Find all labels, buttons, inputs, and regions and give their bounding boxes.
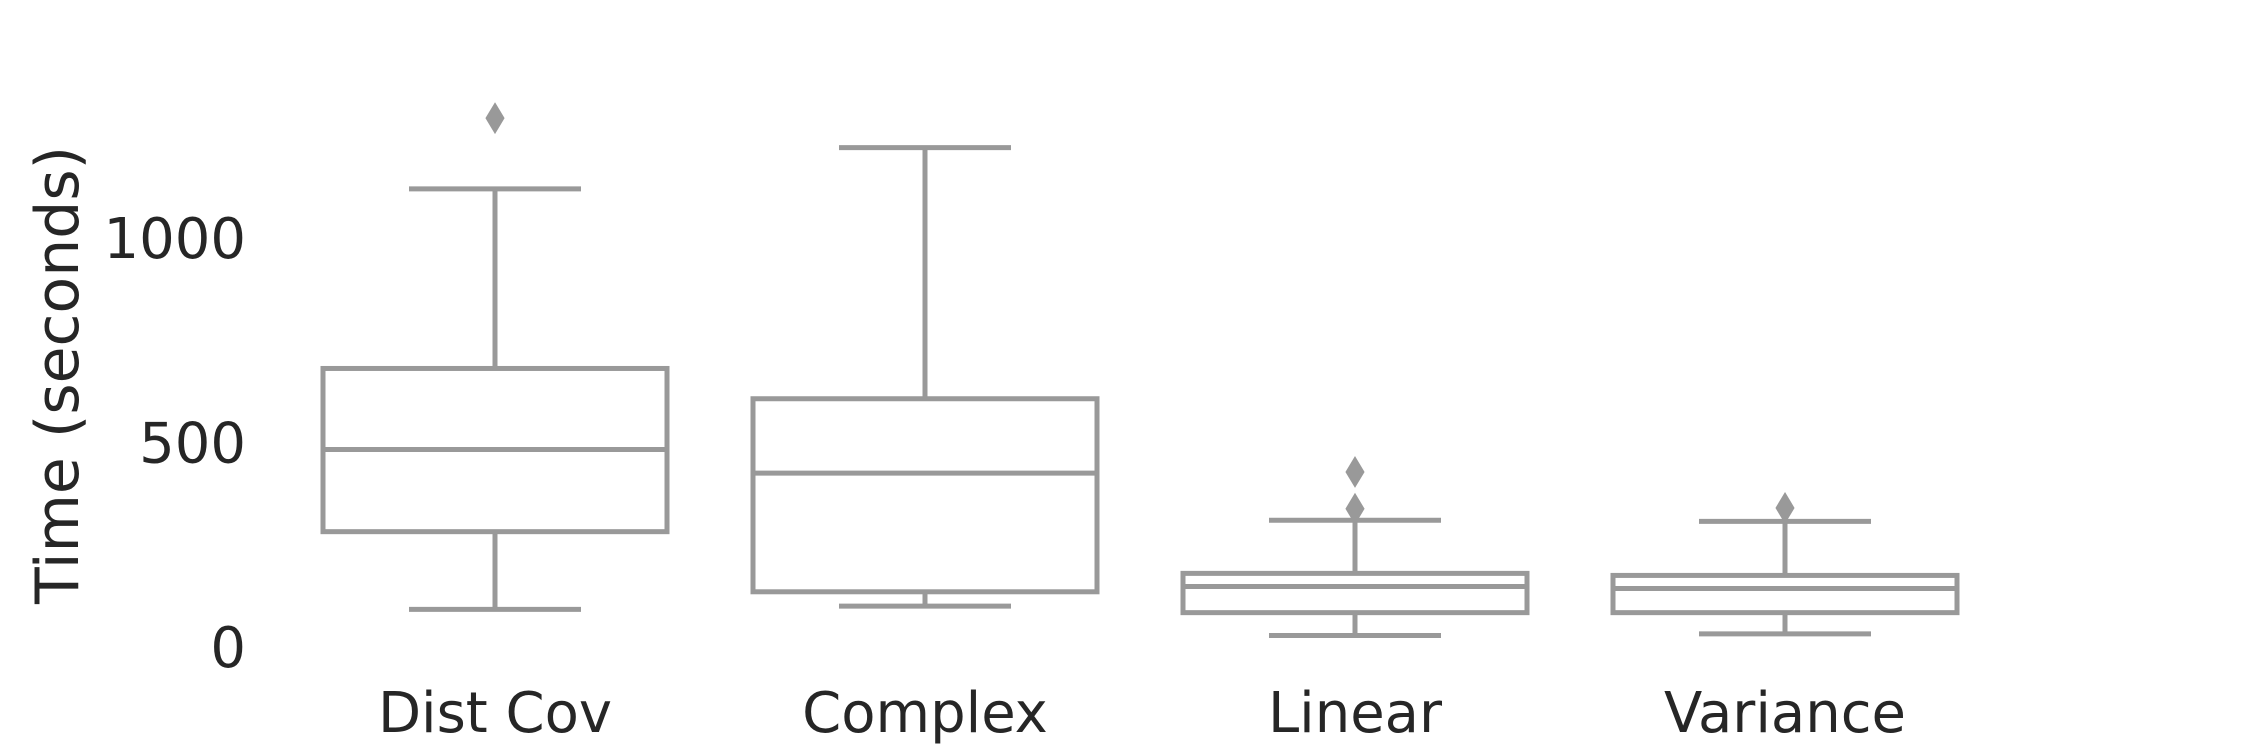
outlier-point bbox=[1345, 455, 1365, 488]
boxes-group bbox=[320, 102, 1960, 639]
x-tick-label: Variance bbox=[1664, 681, 1906, 746]
x-tick-label: Dist Cov bbox=[378, 681, 612, 746]
y-axis: 0 500 1000 bbox=[103, 207, 246, 681]
iqr-box bbox=[750, 396, 1100, 595]
outlier-point bbox=[1775, 491, 1795, 524]
box-complex bbox=[750, 145, 1100, 609]
x-tick-label: Linear bbox=[1268, 681, 1443, 746]
x-tick-label: Complex bbox=[802, 681, 1048, 746]
outlier-point bbox=[485, 102, 505, 135]
box-variance bbox=[1610, 491, 1960, 637]
box-linear bbox=[1180, 455, 1530, 639]
y-tick-label: 500 bbox=[139, 412, 246, 477]
iqr-box bbox=[1610, 572, 1960, 616]
y-tick-label: 1000 bbox=[103, 207, 246, 272]
x-axis: Dist Cov Complex Linear Variance bbox=[378, 681, 1906, 746]
iqr-box bbox=[1180, 570, 1530, 616]
y-tick-label: 0 bbox=[210, 616, 246, 681]
box-dist-cov bbox=[320, 102, 670, 612]
y-axis-label: Time (seconds) bbox=[23, 146, 93, 605]
outlier-point bbox=[1345, 492, 1365, 525]
